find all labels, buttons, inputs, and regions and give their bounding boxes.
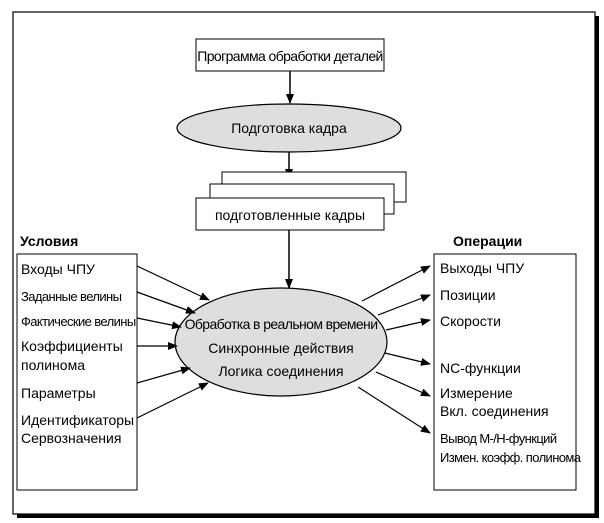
- left-item-6: Идентификаторы: [21, 412, 134, 428]
- arrow-out-1: [361, 265, 431, 302]
- arrow-out-5: [375, 371, 431, 397]
- arrow-out-3: [385, 318, 431, 331]
- left-item-0: Входы ЧПУ: [21, 261, 95, 277]
- arrow-out-4: [384, 352, 431, 366]
- left-item-1: Заданные велины: [21, 289, 122, 304]
- program-box-label: Программа обработки деталей: [197, 48, 382, 64]
- frame-stack-front: [195, 197, 385, 231]
- arrow-out-6: [357, 386, 431, 434]
- left-item-3: Коэффициенты: [21, 338, 123, 354]
- realtime-line-1: Обработка в реальном времени: [185, 316, 378, 332]
- right-item-7: Измен. коэфф. полинома: [440, 450, 582, 465]
- arrow-in-5: [136, 366, 191, 384]
- realtime-line-3: Логика соединения: [218, 363, 343, 379]
- arrow-in-3: [136, 317, 182, 330]
- right-item-3: NC-функции: [440, 360, 521, 376]
- right-item-0: Выходы ЧПУ: [440, 260, 524, 276]
- right-item-2: Скорости: [440, 313, 501, 329]
- prepared-frames-label: подготовленные кадры: [215, 207, 365, 223]
- left-item-5: Параметры: [21, 385, 96, 401]
- realtime-line-2: Синхронные действия: [208, 340, 353, 356]
- right-item-6: Вывод М-/Н-функций: [440, 431, 557, 446]
- prep-ellipse-label: Подготовка кадра: [231, 120, 347, 136]
- right-column-title: Операции: [453, 233, 522, 249]
- right-item-5: Вкл. соединения: [440, 403, 549, 419]
- arrow-out-2: [377, 294, 431, 316]
- right-item-1: Позиции: [440, 287, 496, 303]
- left-item-2: Фактические велины: [21, 314, 136, 329]
- right-item-4: Измерение: [440, 385, 513, 401]
- right-column-box: [433, 253, 577, 491]
- left-column-box: [16, 253, 138, 491]
- arrow-in-6: [136, 382, 209, 419]
- arrow-in-1: [136, 265, 210, 301]
- left-item-7: Сервозначения: [21, 430, 121, 446]
- left-column-title: Условия: [20, 233, 78, 249]
- program-box: [195, 38, 385, 72]
- arrow-in-2: [136, 291, 196, 314]
- left-item-4: полинома: [21, 357, 85, 373]
